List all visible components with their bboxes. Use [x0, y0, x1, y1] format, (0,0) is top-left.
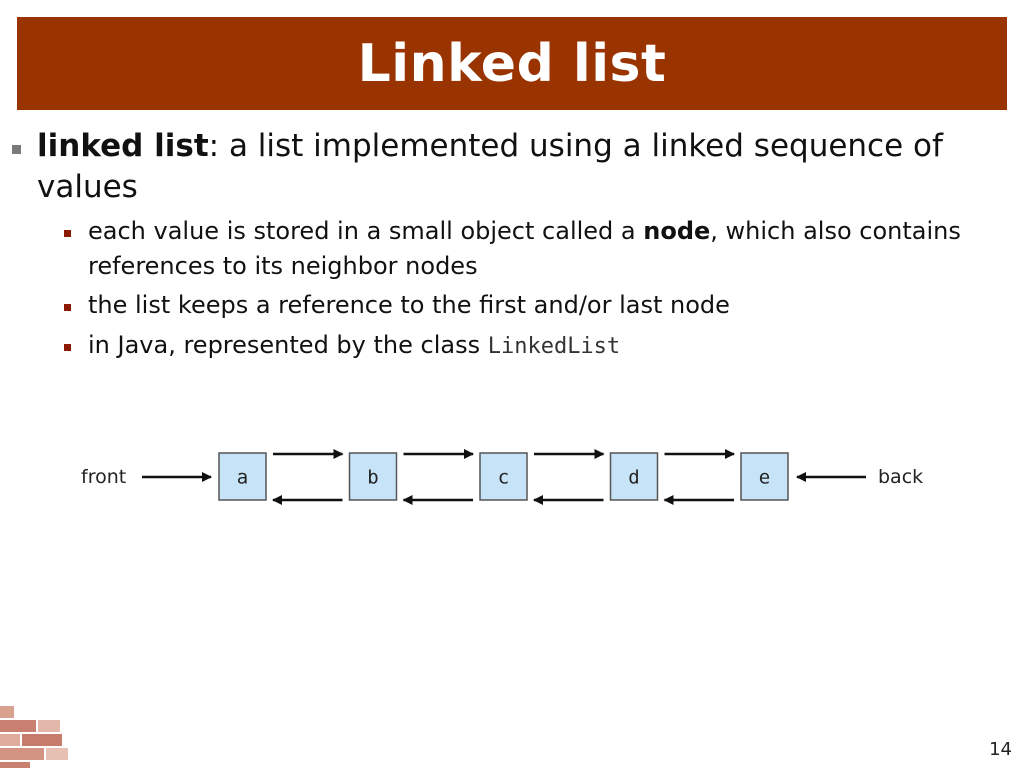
brick-shape: [0, 720, 36, 732]
brick-shape: [0, 748, 44, 760]
sub-text: , which also contains references to its …: [88, 217, 961, 280]
sub-bullet-reference: the list keeps a reference to the first …: [88, 291, 730, 319]
node-group: a b c d e: [218, 449, 789, 505]
brick-shape: [0, 706, 14, 718]
page-number: 14: [989, 739, 1012, 760]
title-bar: Linked list: [17, 17, 1007, 110]
sub-text: in Java, represented by the class: [88, 331, 488, 359]
back-label: back: [878, 466, 923, 488]
term-linked-list: linked list: [37, 128, 209, 164]
node-box: [348, 452, 398, 501]
node-box: [479, 452, 528, 501]
node-label: d: [628, 467, 639, 489]
slide-title: Linked list: [357, 33, 667, 94]
term-node: node: [643, 217, 711, 245]
node-label: c: [498, 467, 509, 489]
brick-shape: [38, 720, 60, 732]
definition-text: : a list implemented using a linked sequ…: [37, 128, 943, 205]
sub-bullet-java: in Java, represented by the class Linked…: [88, 328, 1008, 364]
sub-bullet-node: each value is stored in a small object c…: [88, 214, 1008, 284]
brick-shape: [22, 734, 62, 746]
brick-decoration: [0, 706, 68, 768]
node-box: [740, 452, 789, 501]
bullet-linked-list: linked list: a list implemented using a …: [37, 126, 1007, 208]
sub-text: each value is stored in a small object c…: [88, 217, 644, 245]
node-label: e: [759, 467, 770, 489]
front-label: front: [81, 466, 126, 488]
brick-shape: [46, 748, 68, 760]
sub-bullet-marker: [64, 304, 71, 311]
node-label: a: [237, 467, 248, 489]
sub-bullet-marker: [64, 230, 71, 237]
node-box: [218, 452, 267, 501]
brick-shape: [0, 734, 20, 746]
node-label: b: [367, 467, 378, 489]
class-name-code: LinkedList: [487, 334, 621, 359]
sub-bullet-marker: [64, 344, 71, 351]
brick-shape: [0, 762, 30, 768]
node-box: [609, 452, 659, 501]
bullet-marker: [12, 145, 21, 154]
